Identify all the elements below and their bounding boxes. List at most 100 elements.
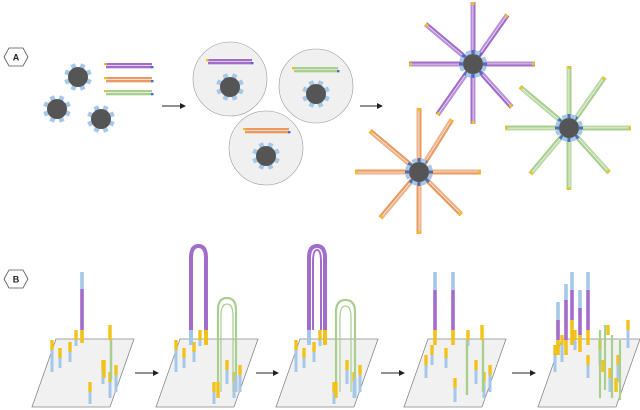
nanoparticle — [43, 95, 71, 123]
nanoparticle — [459, 50, 487, 78]
strand-end — [104, 77, 107, 80]
probe-base — [578, 335, 582, 352]
probe-stem — [192, 352, 196, 362]
surface-plane — [155, 338, 259, 408]
probe-stem — [88, 392, 92, 404]
probe-cap — [556, 302, 560, 320]
probe-head — [586, 355, 590, 365]
nanoparticle — [555, 114, 583, 142]
probe-stem — [234, 375, 238, 392]
particle-core — [463, 54, 483, 74]
strand — [106, 90, 152, 93]
probe-base — [564, 340, 568, 355]
probe-body — [433, 290, 437, 330]
hybridized-arch — [307, 243, 327, 330]
arm-tip — [458, 211, 463, 216]
arm-base — [425, 178, 430, 183]
probe-head — [114, 365, 118, 375]
probe-head — [466, 330, 470, 340]
particle-core — [306, 84, 326, 104]
arm-strand — [378, 178, 413, 218]
arm-strand — [437, 72, 470, 117]
arm-strand — [528, 134, 563, 174]
arm-strand — [368, 131, 412, 168]
hybridized-arch — [312, 248, 322, 330]
hybridized-arch — [334, 298, 357, 392]
surface-plane — [31, 338, 135, 408]
probe-body — [109, 340, 113, 380]
probe-head — [444, 348, 448, 358]
probe-head — [74, 330, 78, 340]
probe-head — [225, 360, 229, 370]
bubble — [192, 41, 268, 117]
strand — [245, 128, 289, 131]
probe-head — [88, 382, 92, 392]
probe-body — [564, 300, 568, 340]
probe-stem — [50, 350, 54, 372]
probe-base — [323, 330, 327, 345]
strand-end — [151, 80, 154, 83]
probe-head — [358, 365, 362, 375]
arm-base — [408, 178, 414, 184]
probe-head — [50, 340, 54, 350]
probe-head — [102, 360, 106, 378]
arm-base — [407, 161, 413, 167]
probe-base — [204, 330, 208, 345]
strand-end — [337, 70, 340, 73]
strand — [106, 66, 152, 69]
arm-tip — [369, 129, 374, 134]
probe-stem — [58, 358, 62, 368]
nanoparticle — [252, 142, 280, 170]
arm-strand — [425, 22, 467, 58]
probe-base — [451, 330, 455, 345]
probe-base — [586, 330, 590, 345]
strand-pair — [104, 63, 154, 69]
surface-plane — [403, 338, 507, 408]
strand-pair — [243, 128, 291, 134]
panel-b-label: B — [3, 269, 29, 289]
probe-base — [556, 340, 560, 355]
probe-stem — [553, 355, 557, 372]
strand-pair — [104, 77, 154, 83]
particle-core — [409, 162, 429, 182]
probe-stem — [345, 370, 349, 384]
panel-b-diagram — [31, 243, 640, 408]
strand — [245, 131, 289, 134]
probe-head — [192, 342, 196, 352]
probe-cap — [189, 330, 193, 345]
arm-tip — [606, 169, 611, 174]
probe-head — [616, 355, 620, 365]
probe-head — [608, 368, 612, 378]
strand — [294, 70, 338, 73]
strand-pair — [206, 59, 254, 65]
particle-core — [256, 146, 276, 166]
probe-stem — [238, 375, 242, 392]
probe-head — [312, 342, 316, 352]
probe-head — [626, 320, 630, 330]
probe-body — [570, 290, 574, 320]
arm-base — [558, 134, 564, 140]
probe-stem — [358, 375, 362, 392]
step-b2 — [155, 243, 259, 408]
arm-tip — [436, 111, 441, 116]
particle-core — [91, 109, 111, 129]
probe-stem — [225, 370, 229, 384]
nanoparticle — [87, 105, 115, 133]
arm-strand — [424, 119, 454, 165]
nanoparticle — [216, 73, 244, 101]
probe-head — [212, 382, 216, 392]
arm-strand — [426, 177, 464, 215]
particle-core — [220, 77, 240, 97]
probe-body — [465, 340, 469, 395]
probe-head — [182, 348, 186, 358]
probe-stem — [430, 355, 434, 365]
functionalized-particle — [505, 66, 631, 190]
probe-stem — [74, 340, 78, 346]
arm-strand — [370, 128, 413, 166]
step-b3 — [275, 243, 379, 408]
strand — [106, 77, 152, 80]
strand-pair — [104, 90, 154, 96]
probe-head — [424, 355, 428, 365]
step-b4 — [403, 272, 507, 408]
probe-stem — [444, 358, 448, 368]
